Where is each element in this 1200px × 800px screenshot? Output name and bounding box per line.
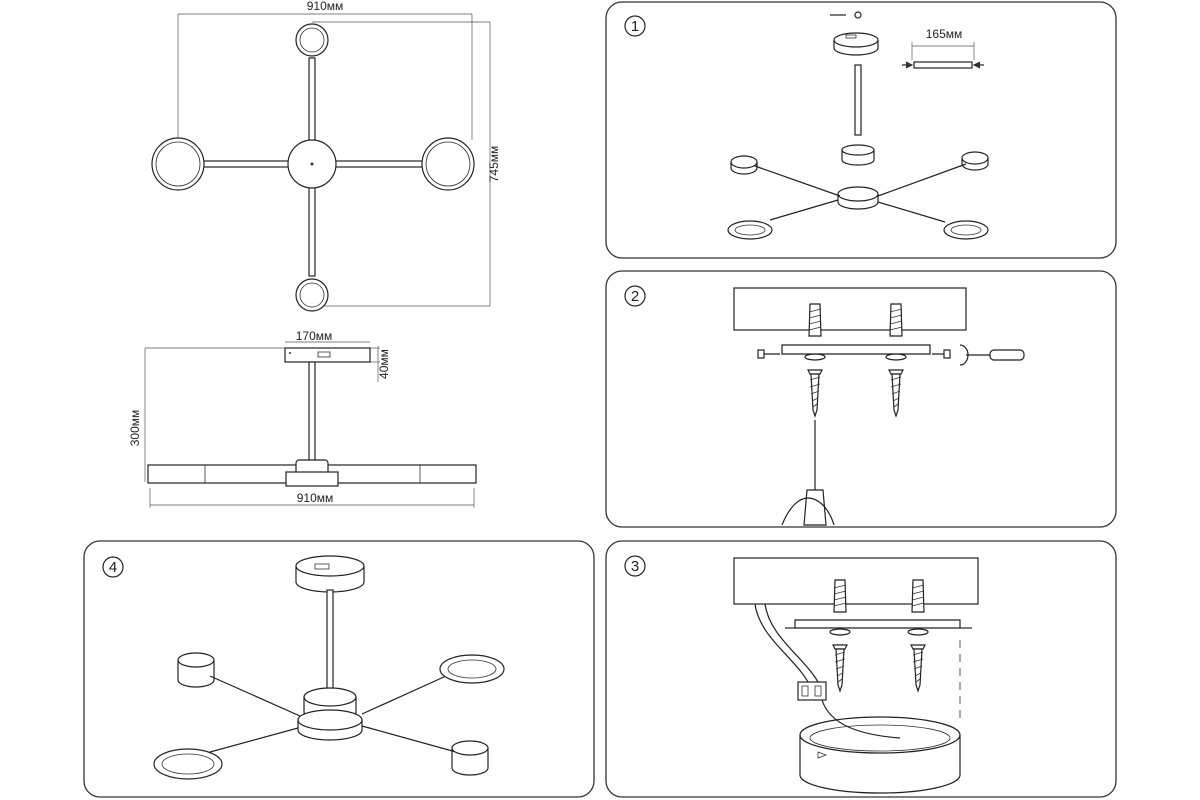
step-4-number: 4 [109, 559, 117, 576]
step-1-number: 1 [631, 18, 639, 35]
top-height-label: 745мм [487, 146, 501, 183]
step-3-panel: 3 [605, 540, 1117, 798]
step-1-panel: 1 165мм [605, 1, 1117, 259]
side-width-label: 910мм [297, 491, 334, 505]
side-canopy-height-label: 40мм [377, 349, 391, 379]
step-3-number: 3 [631, 558, 639, 575]
top-width-label: 910мм [307, 0, 344, 13]
step-2-panel: 2 [605, 270, 1117, 528]
side-view-drawing: 170мм 40мм 300мм 910мм [128, 329, 477, 508]
step-2-number: 2 [631, 288, 639, 305]
side-drop-label: 300мм [128, 410, 142, 447]
side-canopy-label: 170мм [296, 329, 333, 343]
step-1-bracket-label: 165мм [926, 27, 963, 41]
top-view-drawing: 910мм 745мм [151, 0, 501, 312]
step-4-panel: 4 [83, 540, 595, 798]
